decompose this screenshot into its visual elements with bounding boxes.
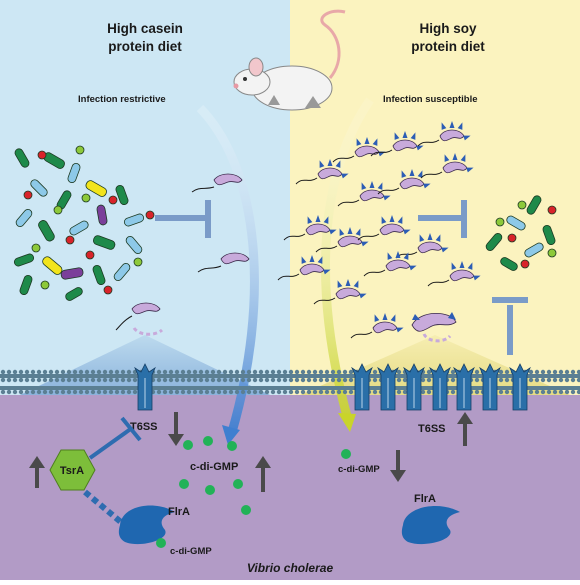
- spiked-vibrio: [420, 153, 474, 179]
- left-inhibition-symbol: [155, 200, 211, 238]
- spiked-vibrio: [337, 181, 391, 207]
- tsra-up-arrow: [29, 456, 45, 488]
- right-feedback-arrow: [321, 97, 374, 422]
- left-title-line1: High casein: [107, 21, 183, 36]
- attached-vibrio: [411, 312, 457, 343]
- flra-bound-cdigmp: [156, 538, 166, 548]
- right-title-line2: protein diet: [411, 39, 485, 54]
- left-flra-label: FlrA: [168, 506, 190, 518]
- right-t6ss-channels: [351, 363, 531, 411]
- right-arrow-head: [338, 413, 356, 432]
- tsra-inhibits-t6ss: [88, 416, 142, 460]
- left-vibrio-cholerae: [115, 173, 250, 336]
- left-t6ss-down-arrow: [168, 412, 184, 446]
- spiked-vibrio: [363, 251, 417, 277]
- spiked-vibrio: [315, 227, 369, 253]
- spiked-vibrio: [350, 313, 404, 339]
- left-t6ss-channels: [134, 363, 156, 411]
- left-flra: [118, 505, 175, 545]
- left-cdigmp-up-arrow: [255, 456, 271, 492]
- spiked-vibrio: [370, 131, 424, 157]
- right-t6ss-label: T6SS: [418, 423, 446, 435]
- left-arrow-head: [222, 425, 240, 445]
- left-cdigmp-label: c-di-GMP: [190, 461, 238, 473]
- spiked-vibrio: [357, 215, 411, 241]
- left-cdigmp-molecules: [179, 436, 251, 515]
- spiked-vibrio: [332, 137, 386, 163]
- reduced-microbiota: [485, 195, 557, 271]
- spiked-vibrio: [395, 233, 449, 259]
- right-title-line1: High soy: [419, 21, 476, 36]
- spiked-vibrio: [427, 261, 481, 287]
- spiked-vibrio: [417, 121, 471, 147]
- right-inhibition-symbol: [418, 200, 467, 238]
- left-status: Infection restrictive: [78, 94, 166, 105]
- right-flra: [401, 506, 460, 545]
- right-cdigmp-label: c-di-GMP: [338, 464, 380, 475]
- spiked-vibrio: [295, 159, 349, 185]
- spiked-vibrio: [377, 169, 431, 195]
- commensal-microbiota: [13, 145, 155, 301]
- spiked-vibrio: [283, 215, 337, 241]
- right-status: Infection susceptible: [383, 94, 478, 105]
- spiked-vibrio: [313, 279, 367, 305]
- spiked-vibrio: [277, 255, 331, 281]
- right-cdigmp-molecule: [341, 449, 351, 459]
- species-label: Vibrio cholerae: [247, 561, 334, 575]
- right-cdigmp-down-arrow: [390, 450, 406, 482]
- right-vibrio-cholerae-swarm: [277, 121, 481, 343]
- tsra-label: TsrA: [60, 465, 84, 477]
- tsra-hexagon: [49, 449, 96, 491]
- right-flra-label: FlrA: [414, 493, 436, 505]
- mouse-icon: [233, 9, 346, 111]
- left-title-line2: protein diet: [108, 39, 182, 54]
- right-t6ss-up-arrow: [457, 412, 473, 446]
- t6ss-inhibition-symbol: [492, 297, 528, 355]
- left-t6ss-label: T6SS: [130, 421, 158, 433]
- cell-interior: [0, 395, 580, 580]
- left-flra-bound-label: c-di-GMP: [170, 546, 212, 557]
